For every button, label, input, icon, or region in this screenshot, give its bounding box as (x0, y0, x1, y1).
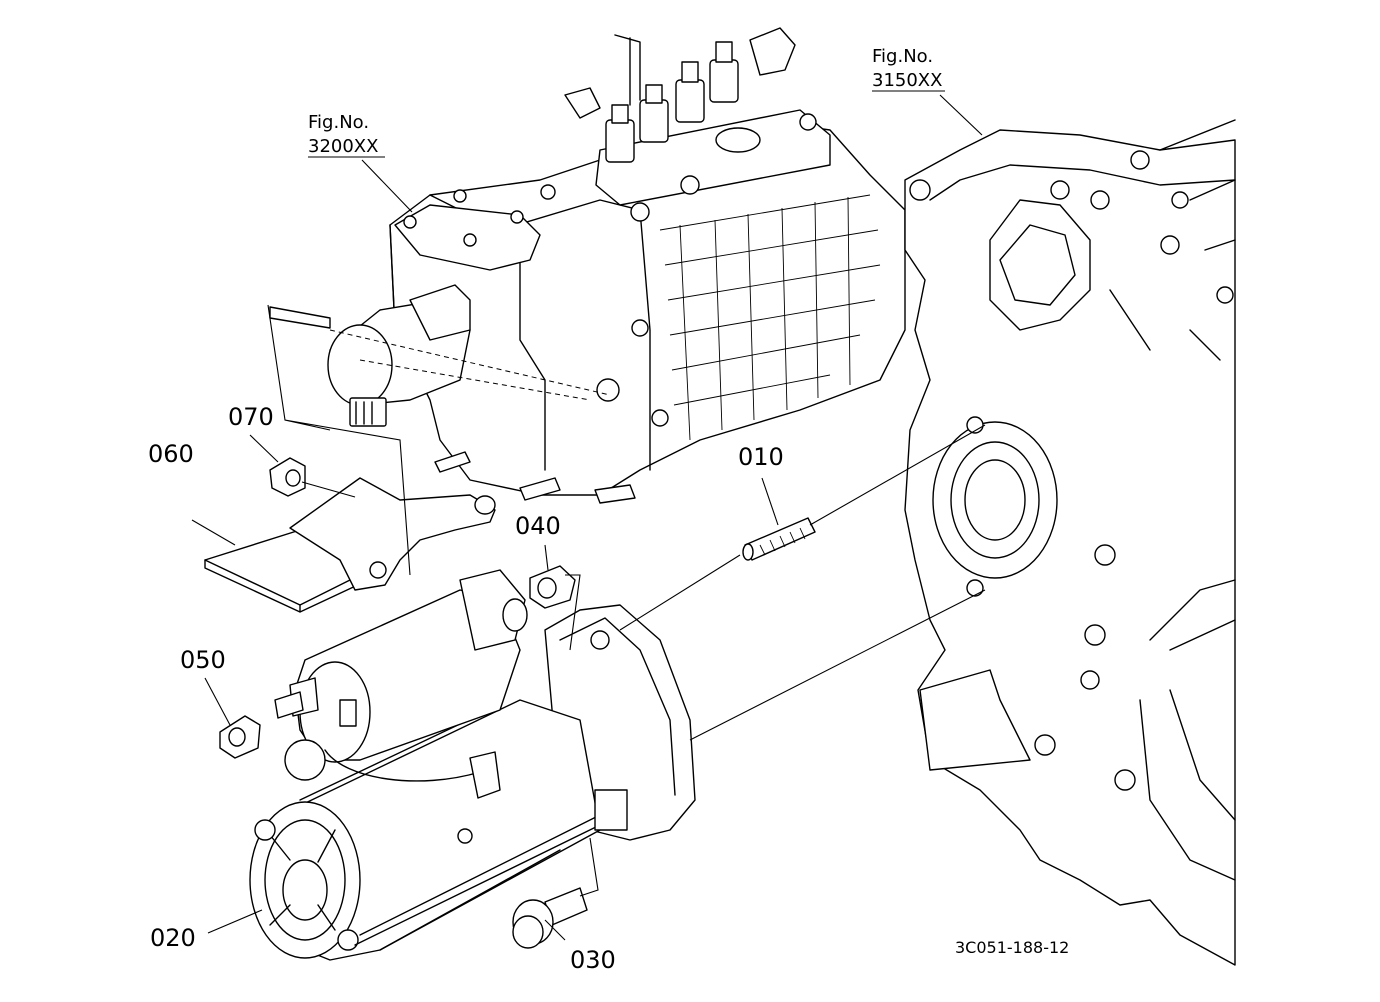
reference-label-3200-line1: Fig.No. (308, 112, 369, 133)
reference-label-3150-line1: Fig.No. (872, 46, 933, 67)
reference-label-3200: Fig.No. 3200XX (308, 112, 385, 158)
reference-label-3150-line2: 3150XX (872, 70, 942, 91)
part-label-070: 070 (228, 403, 274, 431)
bolt-030 (512, 887, 588, 949)
part-label-010: 010 (738, 443, 784, 471)
starter-motor (249, 569, 696, 961)
leader-lines (191, 94, 983, 941)
injection-pump-assembly (269, 27, 906, 504)
nut-040 (529, 565, 576, 609)
part-label-060: 060 (148, 440, 194, 468)
stop-solenoid (269, 284, 471, 427)
reference-label-3150: Fig.No. 3150XX (872, 46, 945, 92)
drawing-code: 3C051-188-12 (955, 938, 1069, 957)
nut-050 (219, 715, 261, 759)
gear-case (904, 119, 1236, 966)
pump-rib-grid (659, 194, 881, 441)
part-label-040: 040 (515, 512, 561, 540)
part-label-030: 030 (570, 946, 616, 974)
nut-070 (269, 457, 306, 497)
part-label-020: 020 (150, 924, 196, 952)
delivery-valve-holders (564, 27, 831, 222)
part-label-050: 050 (180, 646, 226, 674)
bracket-060 (204, 477, 496, 613)
installation-lines (267, 304, 986, 897)
stud-010 (742, 517, 816, 561)
reference-label-3200-line2: 3200XX (308, 136, 378, 157)
